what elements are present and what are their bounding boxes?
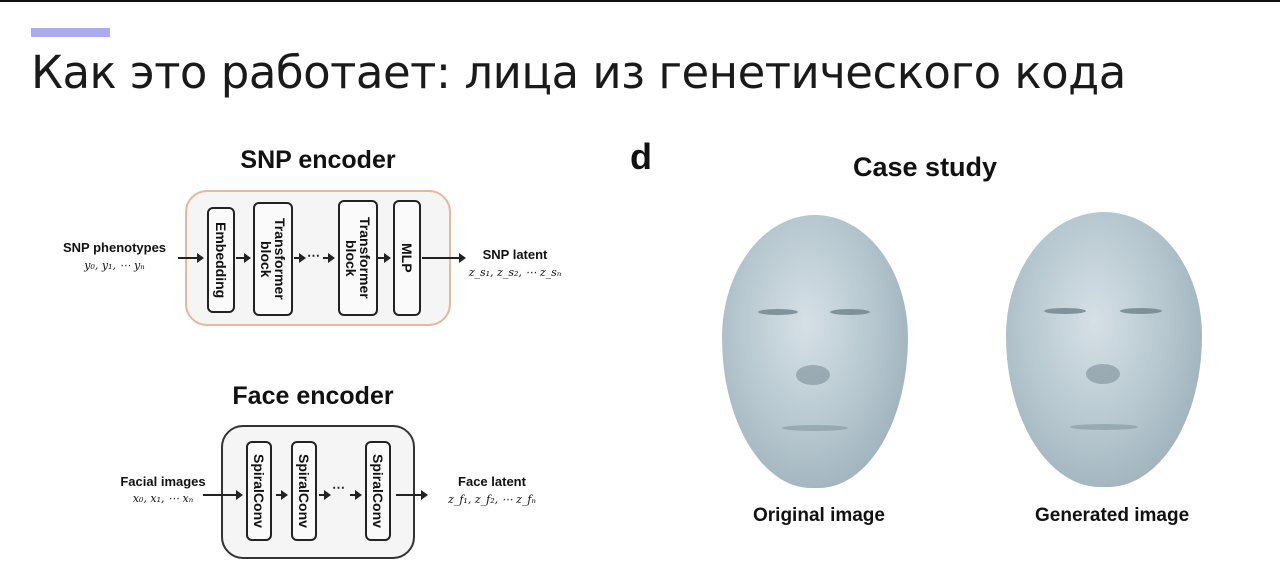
snp-output-math: z_s₁, z_s₂, ⋯ z_sₙ: [468, 266, 562, 279]
arrow-icon: [178, 253, 204, 263]
spiralconv-block-1: SpiralConv: [246, 441, 272, 541]
face-input-math: x₀, x₁, ⋯ xₙ: [132, 492, 194, 505]
ellipsis: ⋯: [307, 248, 320, 263]
arrow-icon: [276, 490, 288, 500]
original-image-caption: Original image: [753, 505, 885, 526]
transformer-block-n: Transformer block: [338, 200, 378, 316]
arrow-icon: [294, 253, 306, 263]
arrow-icon: [422, 253, 466, 263]
snp-input-math: y₀, y₁, ⋯ yₙ: [84, 259, 145, 272]
arrow-icon: [236, 253, 251, 263]
snp-input-label: SNP phenotypes: [62, 240, 167, 255]
arrow-icon: [396, 490, 428, 500]
arrow-icon: [350, 490, 362, 500]
generated-face-image: [1006, 212, 1202, 487]
ellipsis: ⋯: [332, 480, 345, 495]
transformer-block-1: Transformer block: [253, 202, 293, 316]
mlp-block: MLP: [393, 200, 421, 316]
face-output-math: z_f₁, z_f₂, ⋯ z_fₙ: [448, 493, 536, 506]
original-face-image: [722, 215, 908, 488]
face-output-label: Face latent: [458, 474, 526, 489]
snp-output-label: SNP latent: [482, 247, 548, 262]
spiralconv-block-2: SpiralConv: [291, 441, 317, 541]
slide-title: Как это работает: лица из генетического …: [31, 46, 1126, 99]
accent-bar: [31, 28, 110, 37]
arrow-icon: [319, 490, 331, 500]
generated-image-caption: Generated image: [1035, 505, 1190, 526]
top-border: [0, 0, 1280, 2]
snp-encoder-title: SNP encoder: [240, 146, 396, 174]
panel-letter: d: [630, 136, 652, 177]
arrow-icon: [323, 253, 335, 263]
arrow-icon: [378, 253, 391, 263]
spiralconv-block-3: SpiralConv: [365, 441, 391, 541]
face-input-label: Facial images: [120, 474, 206, 489]
face-encoder-title: Face encoder: [232, 382, 394, 410]
case-study-title: Case study: [853, 152, 998, 182]
arrow-icon: [203, 490, 243, 500]
embedding-block: Embedding: [207, 207, 235, 313]
